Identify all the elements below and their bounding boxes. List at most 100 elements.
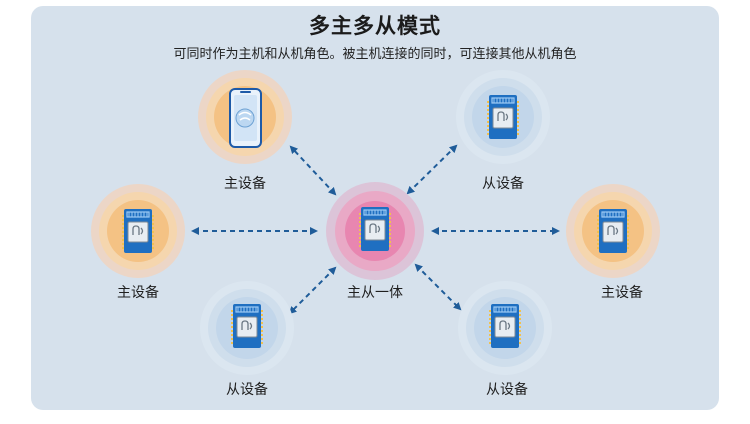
module-pin: [389, 245, 391, 247]
module-pin: [597, 247, 599, 249]
node-master-left: 主设备: [91, 184, 185, 301]
ble-module-icon: [359, 207, 391, 251]
module-pin: [487, 101, 489, 103]
module-pin: [517, 125, 519, 127]
module-pin: [359, 237, 361, 239]
node-label: 主设备: [224, 175, 266, 192]
ble-module-icon: [487, 95, 519, 139]
module-pin: [152, 215, 154, 217]
module-pin: [517, 105, 519, 107]
module-pin: [389, 229, 391, 231]
module-pin: [389, 217, 391, 219]
node-label: 从设备: [486, 381, 528, 398]
module-pin: [231, 314, 233, 316]
module-pin: [261, 310, 263, 312]
module-pin: [627, 243, 629, 245]
node-slave-bottom-left: 从设备: [200, 281, 294, 398]
module-pin: [152, 219, 154, 221]
module-pin: [487, 133, 489, 135]
module-pin: [231, 330, 233, 332]
chip-logo: [241, 320, 253, 330]
node-slave-bottom-right: 从设备: [458, 281, 552, 398]
module-pin: [122, 239, 124, 241]
node-label: 从设备: [482, 175, 524, 192]
module-pin: [487, 105, 489, 107]
page-subtitle: 可同时作为主机和从机角色。被主机连接的同时，可连接其他从机角色: [173, 47, 577, 62]
module-pin: [359, 213, 361, 215]
node-slave-top-right: 从设备: [456, 70, 550, 192]
module-pin: [122, 243, 124, 245]
edge-center-slave-top-right: [406, 144, 458, 195]
module-pin: [517, 101, 519, 103]
module-pin: [597, 231, 599, 233]
module-pin: [489, 330, 491, 332]
module-pin: [261, 326, 263, 328]
module-pin: [122, 215, 124, 217]
node-label: 从设备: [226, 381, 268, 398]
module-pin: [122, 227, 124, 229]
module-pin: [519, 326, 521, 328]
chip-logo: [607, 225, 619, 235]
module-pin: [519, 314, 521, 316]
module-pin: [261, 314, 263, 316]
module-pin: [152, 239, 154, 241]
module-pin: [359, 229, 361, 231]
node-label: 主设备: [117, 284, 159, 301]
connections: [191, 144, 560, 315]
edge-center-slave-bottom-left: [288, 266, 337, 315]
node-phone-master: 主设备: [198, 70, 292, 192]
module-pin: [359, 245, 361, 247]
module-chip: [236, 316, 258, 338]
module-pin: [519, 334, 521, 336]
module-pin: [261, 334, 263, 336]
module-pin: [152, 227, 154, 229]
module-pin: [519, 330, 521, 332]
module-pin: [389, 237, 391, 239]
module-chip: [492, 107, 514, 129]
module-pin: [597, 223, 599, 225]
module-pin: [359, 217, 361, 219]
module-pin: [389, 221, 391, 223]
module-pin: [597, 219, 599, 221]
module-pin: [122, 231, 124, 233]
node-label: 主设备: [601, 284, 643, 301]
module-pin: [231, 326, 233, 328]
module-pin: [231, 318, 233, 320]
module-pin: [389, 233, 391, 235]
module-chip: [364, 219, 386, 241]
phone-icon: [229, 88, 262, 148]
module-pin: [517, 129, 519, 131]
chip-logo: [499, 320, 511, 330]
ble-module-icon: [597, 209, 629, 253]
module-pin: [489, 310, 491, 312]
module-pin: [231, 322, 233, 324]
module-pin: [231, 338, 233, 340]
node-label: 主从一体: [347, 285, 403, 301]
module-pin: [122, 223, 124, 225]
module-pin: [122, 247, 124, 249]
module-pin: [487, 129, 489, 131]
module-pin: [487, 109, 489, 111]
module-pin: [231, 334, 233, 336]
node-center: 主从一体: [326, 182, 424, 301]
module-pin: [489, 322, 491, 324]
module-pin: [487, 117, 489, 119]
module-pin: [627, 235, 629, 237]
module-pin: [517, 113, 519, 115]
module-pin: [519, 342, 521, 344]
module-pin: [627, 231, 629, 233]
module-pin: [627, 215, 629, 217]
module-pin: [517, 133, 519, 135]
module-pin: [231, 310, 233, 312]
module-pin: [489, 338, 491, 340]
module-pin: [122, 219, 124, 221]
module-pin: [261, 338, 263, 340]
module-pin: [597, 227, 599, 229]
chip-logo: [497, 111, 509, 121]
module-pin: [487, 121, 489, 123]
ble-module-icon: [489, 304, 521, 348]
chip-logo: [132, 225, 144, 235]
module-pin: [389, 225, 391, 227]
module-pin: [389, 213, 391, 215]
